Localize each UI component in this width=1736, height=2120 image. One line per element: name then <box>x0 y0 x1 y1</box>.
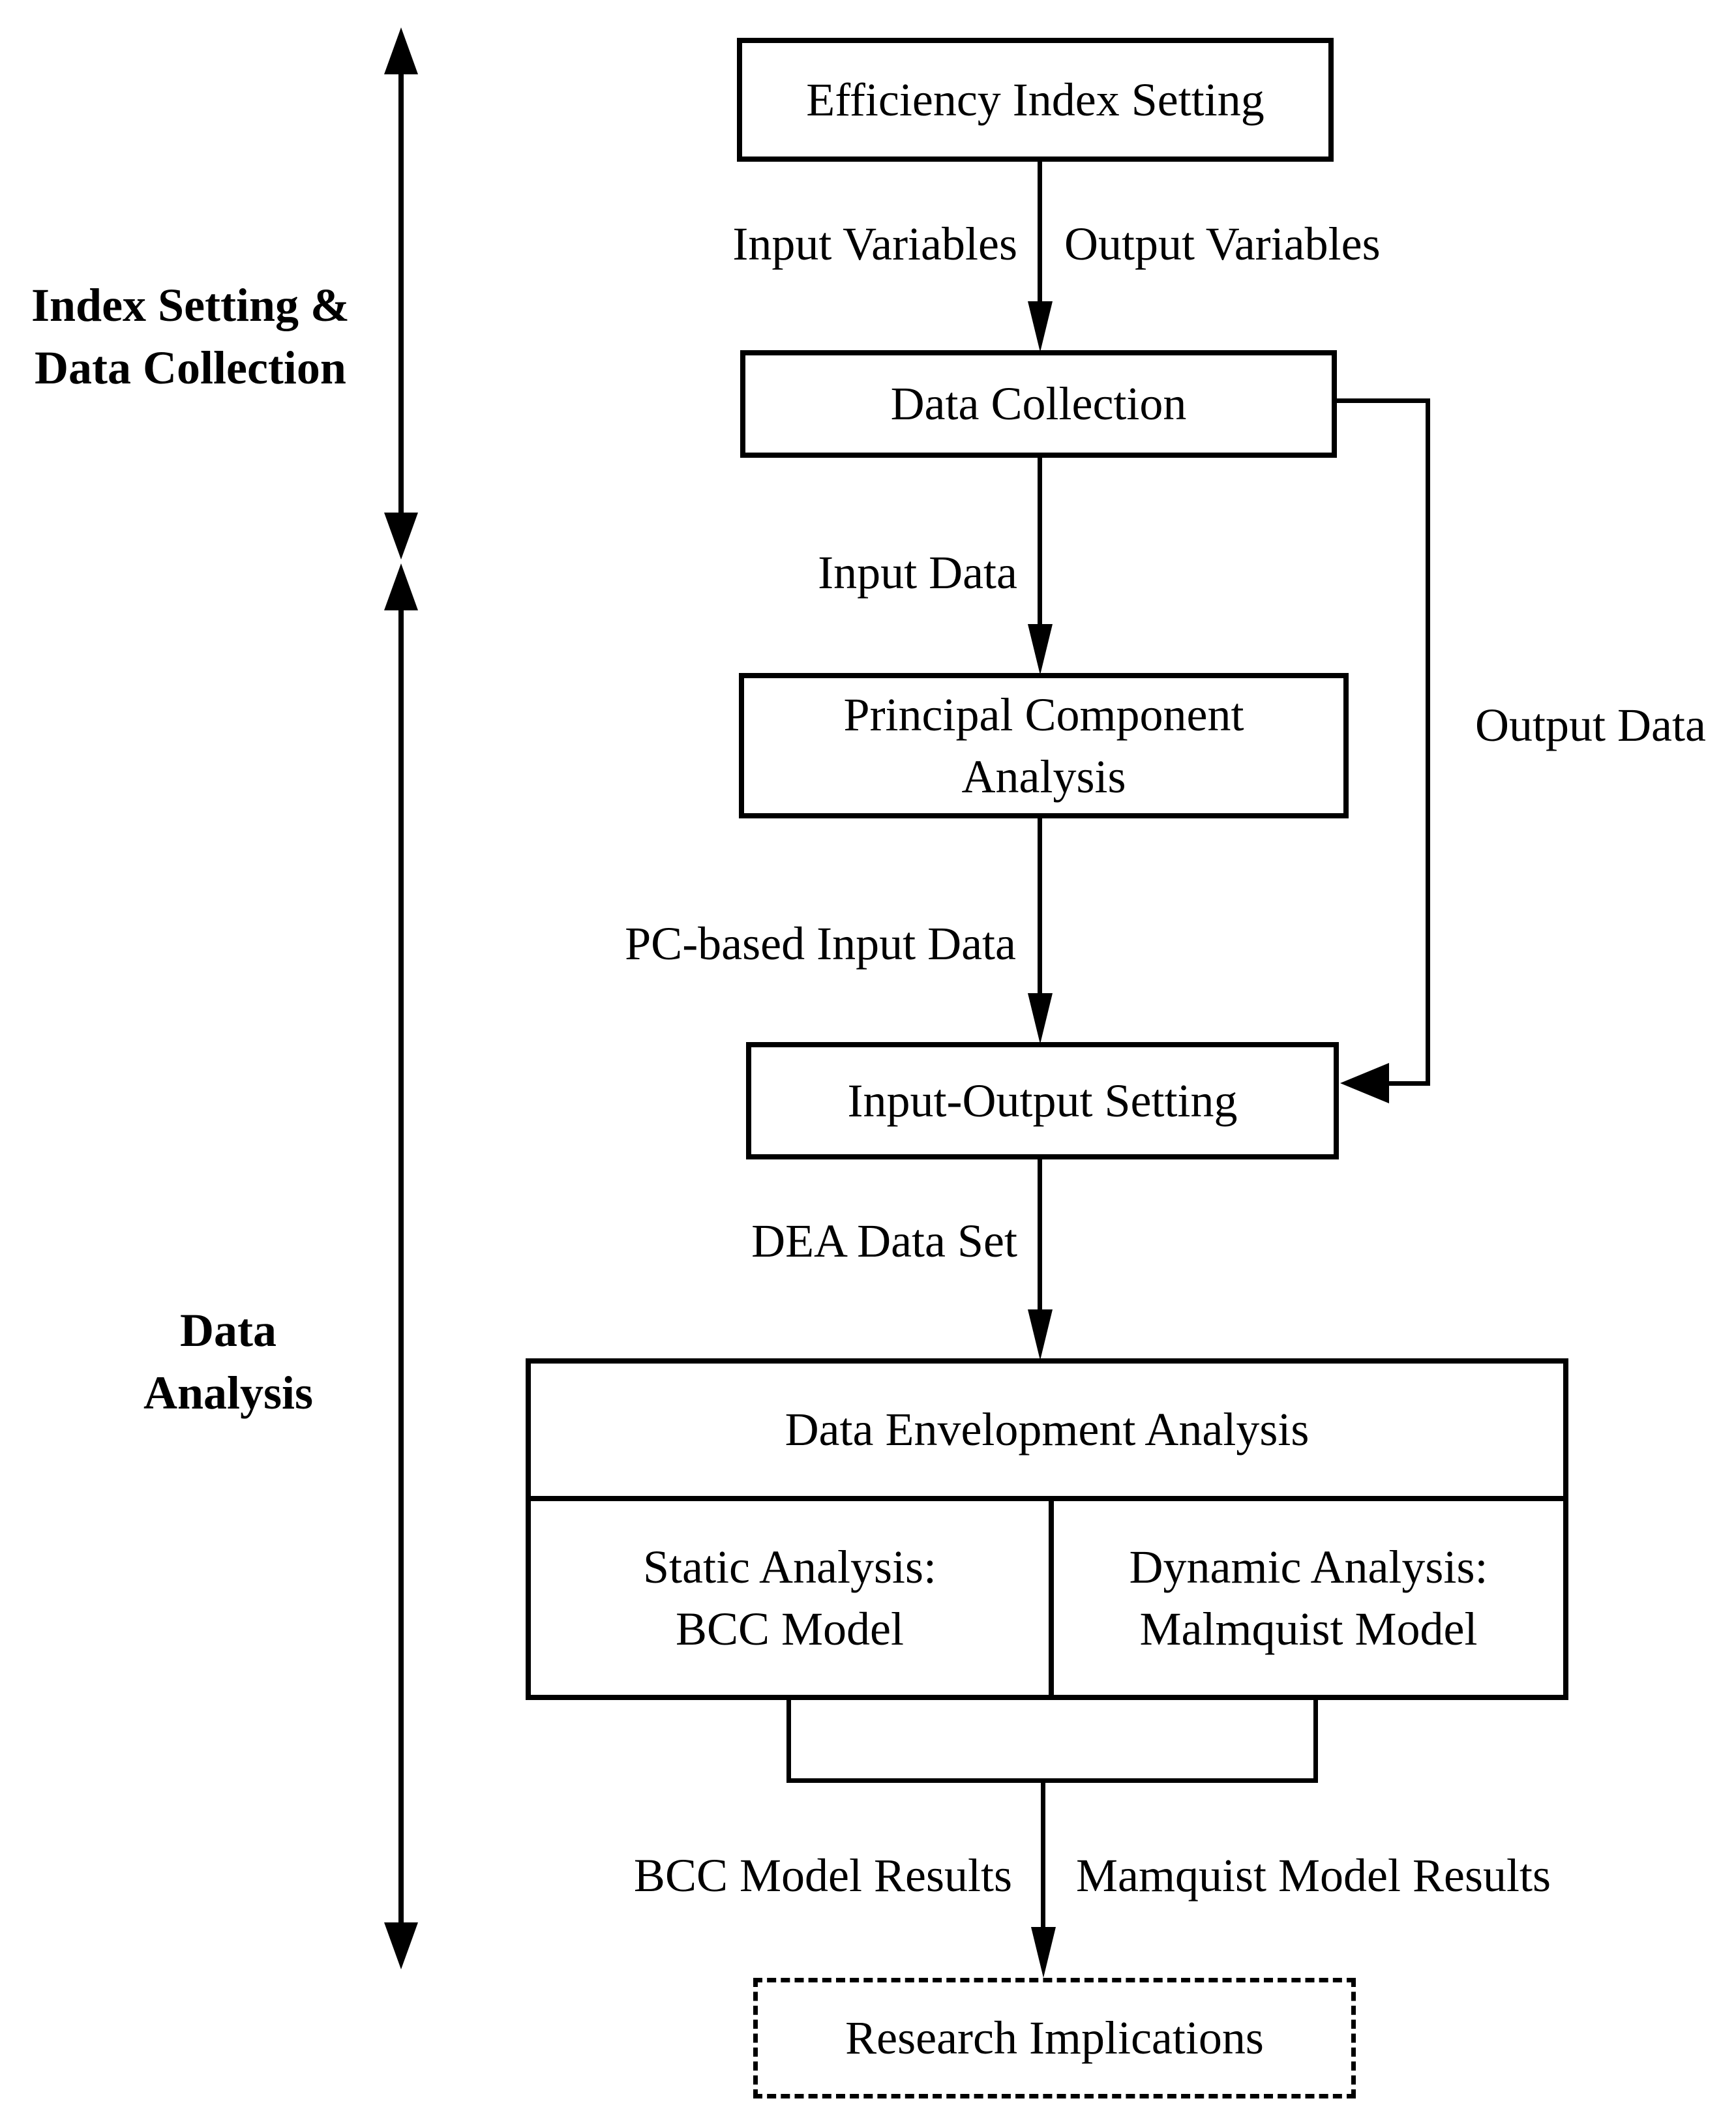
box-pca-label-line2: Analysis <box>961 750 1126 803</box>
edge-label-output-data: Output Data <box>1475 698 1706 751</box>
output-data-branch-bottom-segment <box>1386 1081 1430 1086</box>
phase2-label-line2: Analysis <box>143 1367 314 1419</box>
phase1-label: Index Setting & Data Collection <box>12 274 369 399</box>
dea-cell-dynamic-analysis: Dynamic Analysis: Malmquist Model <box>1054 1501 1563 1695</box>
output-data-branch-vertical-segment <box>1426 398 1430 1086</box>
arrow-pc-based-arrowhead-icon <box>1028 993 1053 1044</box>
phase1-bracket-arrowhead-down-icon <box>384 513 418 560</box>
phase2-bracket-line <box>398 606 404 1926</box>
box-data-collection: Data Collection <box>740 350 1337 458</box>
edge-label-pc-based-input-data: PC-based Input Data <box>625 917 1016 970</box>
results-connector-left-stub <box>786 1700 791 1783</box>
box-input-output-setting: Input-Output Setting <box>746 1042 1339 1159</box>
arrow-variables-line <box>1038 162 1042 303</box>
dea-row: Static Analysis: BCC Model Dynamic Analy… <box>531 1501 1563 1695</box>
phase1-label-line2: Data Collection <box>35 342 346 394</box>
results-connector-right-stub <box>1313 1700 1318 1783</box>
phase2-bracket-arrowhead-up-icon <box>384 563 418 610</box>
edge-label-dea-data-set: DEA Data Set <box>751 1214 1017 1267</box>
dea-static-label-line2: BCC Model <box>675 1602 905 1655</box>
edge-label-output-variables: Output Variables <box>1064 217 1381 270</box>
edge-label-input-data: Input Data <box>818 546 1017 599</box>
arrow-input-data-line <box>1038 458 1042 625</box>
dea-dynamic-label-line2: Malmquist Model <box>1139 1602 1478 1655</box>
arrow-results-arrowhead-icon <box>1031 1927 1056 1978</box>
dea-cell-static-analysis: Static Analysis: BCC Model <box>531 1501 1054 1695</box>
phase1-bracket-arrowhead-up-icon <box>384 27 418 74</box>
box-pca-label-line1: Principal Component <box>843 688 1244 741</box>
results-connector-horizontal <box>786 1778 1318 1783</box>
dea-static-label-line1: Static Analysis: <box>643 1540 936 1593</box>
box-efficiency-index-setting: Efficiency Index Setting <box>737 38 1334 162</box>
box-research-implications-label: Research Implications <box>845 2012 1264 2064</box>
arrow-dea-data-set-arrowhead-icon <box>1028 1309 1053 1360</box>
box-efficiency-index-setting-label: Efficiency Index Setting <box>806 73 1265 126</box>
edge-label-mamquist-model-results: Mamquist Model Results <box>1076 1849 1551 1902</box>
box-principal-component-analysis: Principal Component Analysis <box>739 673 1349 818</box>
phase1-bracket-line <box>398 70 404 518</box>
box-data-envelopment-analysis: Data Envelopment Analysis Static Analysi… <box>526 1358 1568 1700</box>
dea-header: Data Envelopment Analysis <box>531 1364 1563 1501</box>
arrow-input-data-arrowhead-icon <box>1028 624 1053 675</box>
box-research-implications: Research Implications <box>753 1978 1356 2098</box>
output-data-branch-top-segment <box>1337 398 1430 403</box>
dea-header-label: Data Envelopment Analysis <box>785 1403 1309 1456</box>
phase2-label: Data Analysis <box>62 1299 395 1424</box>
box-input-output-setting-label: Input-Output Setting <box>847 1074 1238 1127</box>
arrow-pc-based-line <box>1038 818 1042 994</box>
phase2-bracket-arrowhead-down-icon <box>384 1922 418 1969</box>
output-data-branch-arrowhead-icon <box>1340 1063 1389 1103</box>
arrow-variables-arrowhead-icon <box>1028 301 1053 352</box>
edge-label-input-variables: Input Variables <box>732 217 1017 270</box>
box-data-collection-label: Data Collection <box>890 378 1187 430</box>
edge-label-bcc-model-results: BCC Model Results <box>633 1849 1012 1902</box>
arrow-results-line <box>1041 1778 1045 1928</box>
phase1-label-line1: Index Setting & <box>31 279 350 331</box>
dea-dynamic-label-line1: Dynamic Analysis: <box>1129 1540 1488 1593</box>
phase2-label-line1: Data <box>180 1304 277 1356</box>
arrow-dea-data-set-line <box>1038 1159 1042 1311</box>
